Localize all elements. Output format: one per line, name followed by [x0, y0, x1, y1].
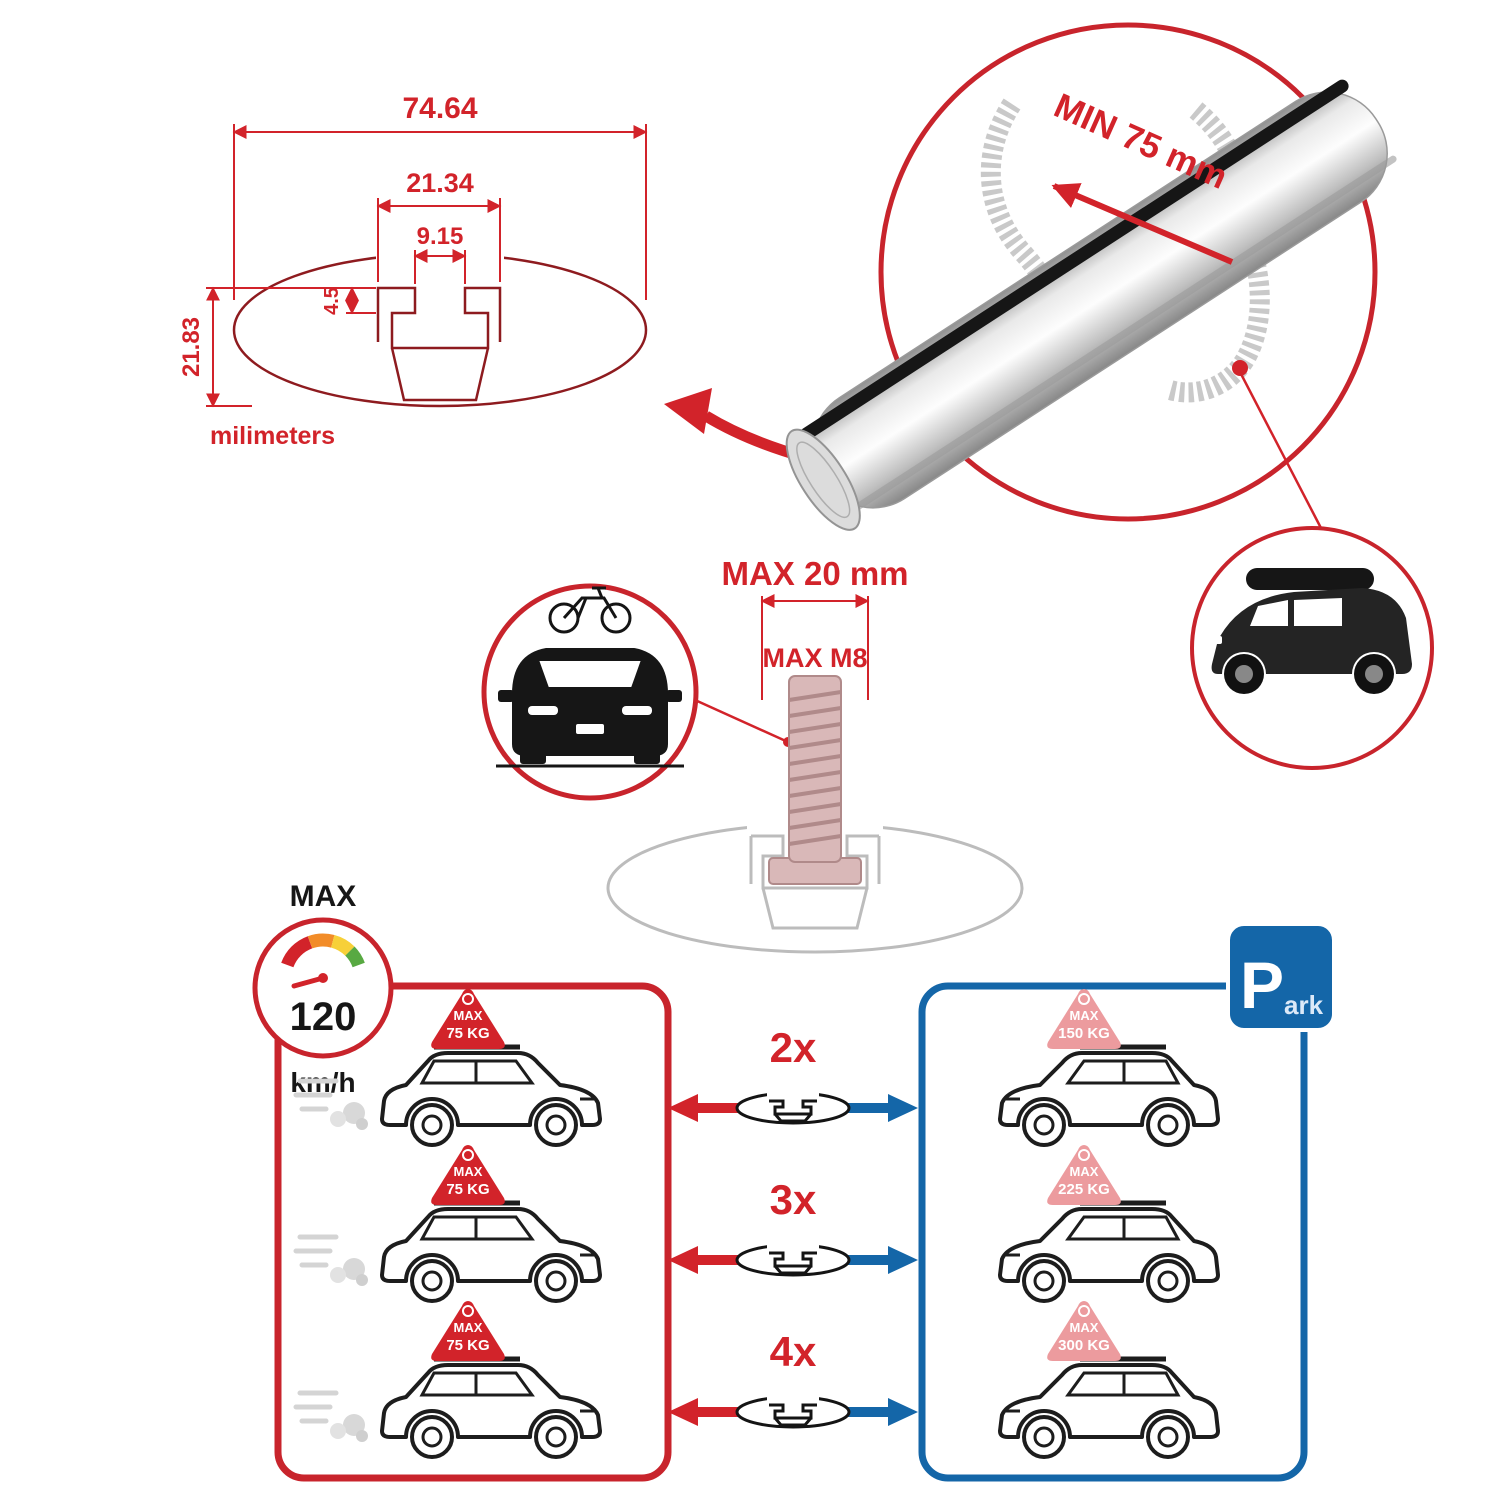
tag-title: MAX — [1070, 1320, 1099, 1335]
parked-car-2: MAX 225 KG — [1000, 1144, 1218, 1301]
bar-end-inner — [796, 441, 851, 519]
arrow-left-red — [668, 1398, 738, 1426]
max-thread-label: MAX M8 — [762, 643, 867, 673]
tag-load: 75 KG — [446, 1337, 489, 1354]
car-roofbox-circle — [1190, 526, 1434, 770]
bar-count-rows: 2x 3x 4x — [668, 1024, 918, 1429]
max-length-label: MAX 20 mm — [721, 555, 908, 592]
tag-load: 75 KG — [446, 1181, 489, 1198]
bar-count-label: 4x — [770, 1328, 817, 1375]
arrow-right-blue — [848, 1094, 918, 1122]
bar-count-row-1: 2x — [668, 1024, 918, 1125]
speed-max-label: MAX — [290, 880, 357, 913]
car-front-icon — [496, 648, 684, 768]
min-span-arrow — [1051, 183, 1234, 265]
park-letter: P — [1240, 948, 1284, 1022]
bolt-detail: MAX 20 mm MAX M8 — [481, 555, 1024, 954]
tag-title: MAX — [1070, 1008, 1099, 1023]
crossbar-icon — [735, 1239, 851, 1277]
dim-opening-width-label: 9.15 — [417, 223, 464, 250]
crossbar-icon — [735, 1087, 851, 1125]
dim-lip-height: 4.5 — [321, 286, 376, 315]
suv-roofbox-icon — [1211, 568, 1412, 694]
suv-hub-rear — [1365, 665, 1383, 683]
driving-car-3: MAX 75 KG — [296, 1300, 600, 1457]
bar-count-label: 2x — [770, 1024, 817, 1071]
parked-car-1: MAX 150 KG — [1000, 988, 1218, 1145]
crossbar-icon — [735, 1391, 851, 1429]
bar-count-label: 3x — [770, 1176, 817, 1223]
gauge-pivot — [318, 973, 328, 983]
bolt-threads — [788, 690, 842, 846]
tag-load: 300 KG — [1058, 1337, 1110, 1354]
connector-line — [1238, 371, 1324, 531]
dim-total-height: 21.83 — [178, 286, 374, 408]
tag-title: MAX — [454, 1008, 483, 1023]
park-rest: ark — [1284, 990, 1324, 1020]
dim-slot-width: 21.34 — [376, 168, 502, 282]
arrow-right-blue — [848, 1398, 918, 1426]
mounting-strap-left — [980, 98, 1062, 303]
driving-car-2: MAX 75 KG — [296, 1144, 600, 1301]
arrow-left-red — [668, 1246, 738, 1274]
roof-box — [1246, 568, 1374, 590]
tag-title: MAX — [454, 1164, 483, 1179]
tag-title: MAX — [1070, 1164, 1099, 1179]
gauge-needle — [291, 975, 326, 989]
bolt-shaft — [788, 675, 842, 863]
t-slot-profile — [376, 286, 502, 402]
bar-detail-circle: MIN 75 mm — [785, 22, 1397, 531]
bar-end-profile — [785, 428, 861, 531]
arrow-right-blue — [848, 1246, 918, 1274]
bar-count-row-2: 3x — [668, 1176, 918, 1277]
bar-lower-groove — [848, 155, 1397, 514]
cross-section-diagram: 74.64 21.34 9.15 4.5 21.83 milimeters — [178, 92, 648, 450]
suv-headlight — [1212, 636, 1222, 644]
bar-count-row-3: 4x — [668, 1328, 918, 1429]
tag-title: MAX — [454, 1320, 483, 1335]
t-bolt — [768, 675, 862, 885]
bicycle-icon — [548, 586, 632, 634]
dim-slot-width-label: 21.34 — [406, 168, 474, 198]
speedometer-gauge — [281, 933, 365, 968]
arrow-left-red — [668, 1094, 738, 1122]
speed-value: 120 — [290, 995, 357, 1039]
tag-load: 75 KG — [446, 1025, 489, 1042]
suv-window-front — [1250, 600, 1288, 626]
units-label: milimeters — [210, 422, 335, 450]
tag-load: 150 KG — [1058, 1025, 1110, 1042]
dim-total-width: 74.64 — [232, 92, 648, 300]
parked-car-3: MAX 300 KG — [1000, 1300, 1218, 1457]
pointer-arrowhead — [664, 388, 712, 434]
dim-opening-width: 9.15 — [413, 223, 467, 284]
dim-total-height-label: 21.83 — [178, 317, 205, 377]
park-sign-box — [1226, 922, 1336, 1032]
slot-mask — [376, 246, 504, 290]
bolt-dim-extensions — [761, 596, 869, 700]
dim-lip-height-label: 4.5 — [321, 287, 343, 315]
dim-total-width-label: 74.64 — [402, 92, 477, 125]
park-sign: P ark — [1226, 922, 1336, 1032]
driving-car-1: MAX 75 KG — [296, 988, 600, 1145]
suv-hub-front — [1235, 665, 1253, 683]
aluminum-bar — [785, 79, 1397, 531]
tag-load: 225 KG — [1058, 1181, 1110, 1198]
suv-window-rear — [1294, 598, 1342, 626]
strap-point-dot — [1232, 360, 1248, 376]
bar-rubber-strip — [799, 79, 1349, 441]
callout-line — [694, 698, 789, 744]
